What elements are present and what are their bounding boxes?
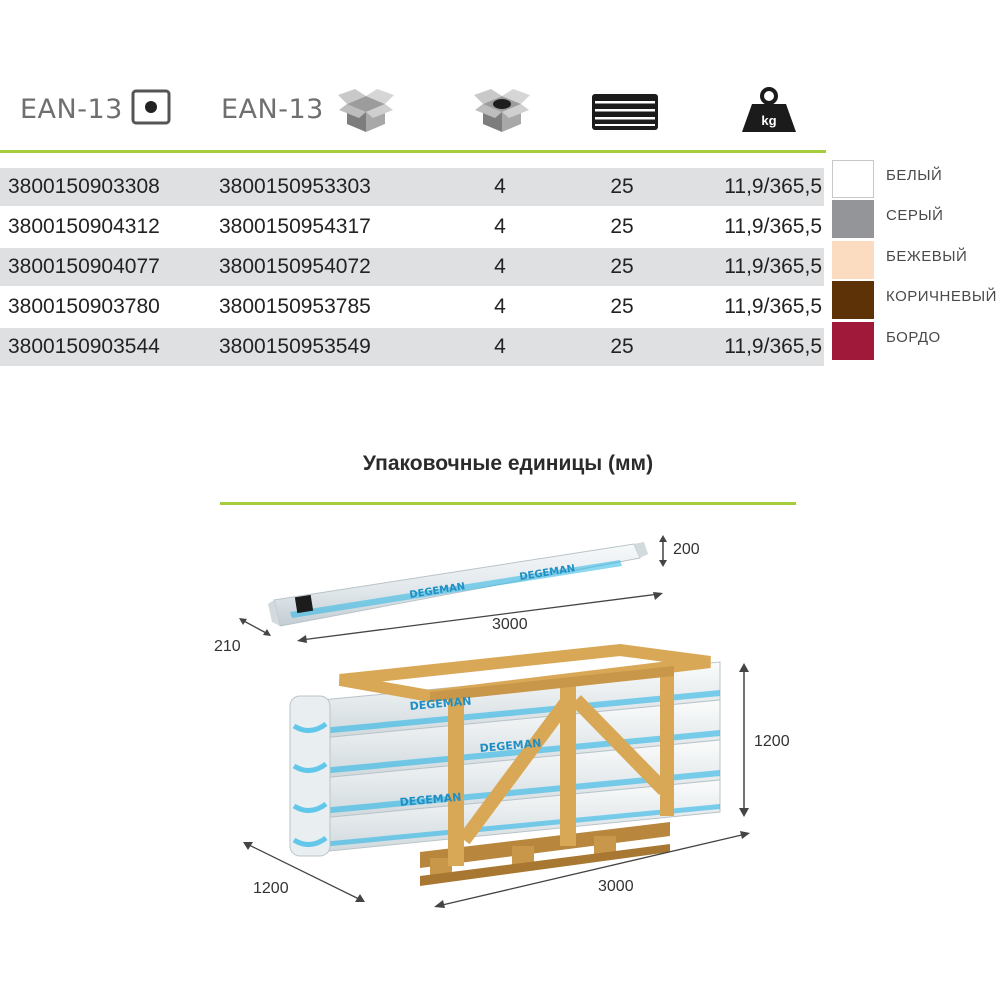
ean-unit-cell: 3800150904312 [8, 215, 160, 238]
weight-cell: 11,9/365,5 [724, 175, 822, 198]
bag-width-label: 210 [214, 638, 241, 655]
weight-cell: 11,9/365,5 [724, 295, 822, 318]
table-header-divider [0, 150, 826, 153]
bag-length-label: 3000 [492, 616, 528, 633]
packaging-divider [220, 502, 796, 505]
pallet-icon [590, 92, 660, 137]
pallet-length-arrow [432, 828, 752, 917]
ean-unit-cell: 3800150903780 [8, 295, 160, 318]
ean-box-cell: 3800150953549 [219, 335, 371, 358]
single-bag-illustration: DEGEMAN DEGEMAN [260, 530, 680, 655]
ean-box-cell: 3800150954317 [219, 215, 371, 238]
pallet-brand-text: DEGEMAN [479, 737, 542, 755]
ean13-unit-header: EAN-13 [20, 94, 123, 125]
per-pallet-cell: 25 [610, 295, 634, 318]
ean-unit-cell: 3800150903544 [8, 335, 160, 358]
per-pallet-cell: 25 [610, 175, 634, 198]
ean-box-cell: 3800150953303 [219, 175, 371, 198]
per-pallet-cell: 25 [610, 215, 634, 238]
color-swatch-white [832, 160, 874, 198]
color-label-beige: БЕЖЕВЫЙ [886, 248, 968, 265]
pallet-length-label: 3000 [598, 878, 634, 895]
bag-height-label: 200 [673, 541, 700, 558]
pallet-brand-text: DEGEMAN [409, 695, 472, 713]
bag-height-arrow [655, 534, 671, 573]
color-swatch-grey [832, 200, 874, 238]
per-box-cell: 4 [494, 215, 506, 238]
ean-box-cell: 3800150953785 [219, 295, 371, 318]
weight-kg-text: kg [761, 113, 776, 128]
color-label-bordeaux: БОРДО [886, 329, 941, 346]
open-carton-icon [335, 86, 397, 141]
ean-unit-cell: 3800150904077 [8, 255, 160, 278]
per-box-cell: 4 [494, 335, 506, 358]
color-swatch-beige [832, 241, 874, 279]
table-row: 3800150904077 3800150954072 4 25 11,9/36… [0, 248, 824, 286]
ean-unit-cell: 3800150903308 [8, 175, 160, 198]
pallet-depth-arrow [242, 840, 366, 909]
bag-width-arrow [238, 616, 272, 645]
color-swatch-bordeaux [832, 322, 874, 360]
single-unit-box-icon [130, 88, 174, 133]
weight-cell: 11,9/365,5 [724, 335, 822, 358]
table-row: 3800150903780 3800150953785 4 25 11,9/36… [0, 288, 824, 326]
pallet-brand-text: DEGEMAN [399, 791, 462, 809]
pallet-height-arrow [736, 662, 752, 823]
per-box-cell: 4 [494, 255, 506, 278]
weight-kg-icon: kg [738, 86, 800, 141]
carton-with-unit-icon [471, 86, 533, 141]
per-pallet-cell: 25 [610, 335, 634, 358]
bag-length-arrow [295, 588, 665, 653]
weight-cell: 11,9/365,5 [724, 255, 822, 278]
color-label-brown: КОРИЧНЕВЫЙ [886, 288, 997, 305]
color-label-white: БЕЛЫЙ [886, 167, 943, 184]
packaging-title: Упаковочные единицы (мм) [362, 452, 654, 475]
color-label-grey: СЕРЫЙ [886, 207, 944, 224]
table-row: 3800150903308 3800150953303 4 25 11,9/36… [0, 168, 824, 206]
per-pallet-cell: 25 [610, 255, 634, 278]
pallet-depth-label: 1200 [253, 880, 289, 897]
color-swatch-brown [832, 281, 874, 319]
ean13-box-header: EAN-13 [221, 94, 324, 125]
pallet-illustration: DEGEMAN DEGEMAN DEGEMAN [280, 640, 740, 905]
per-box-cell: 4 [494, 295, 506, 318]
ean-box-cell: 3800150954072 [219, 255, 371, 278]
weight-cell: 11,9/365,5 [724, 215, 822, 238]
table-row: 3800150904312 3800150954317 4 25 11,9/36… [0, 208, 824, 246]
pallet-height-label: 1200 [754, 733, 790, 750]
per-box-cell: 4 [494, 175, 506, 198]
table-row: 3800150903544 3800150953549 4 25 11,9/36… [0, 328, 824, 366]
